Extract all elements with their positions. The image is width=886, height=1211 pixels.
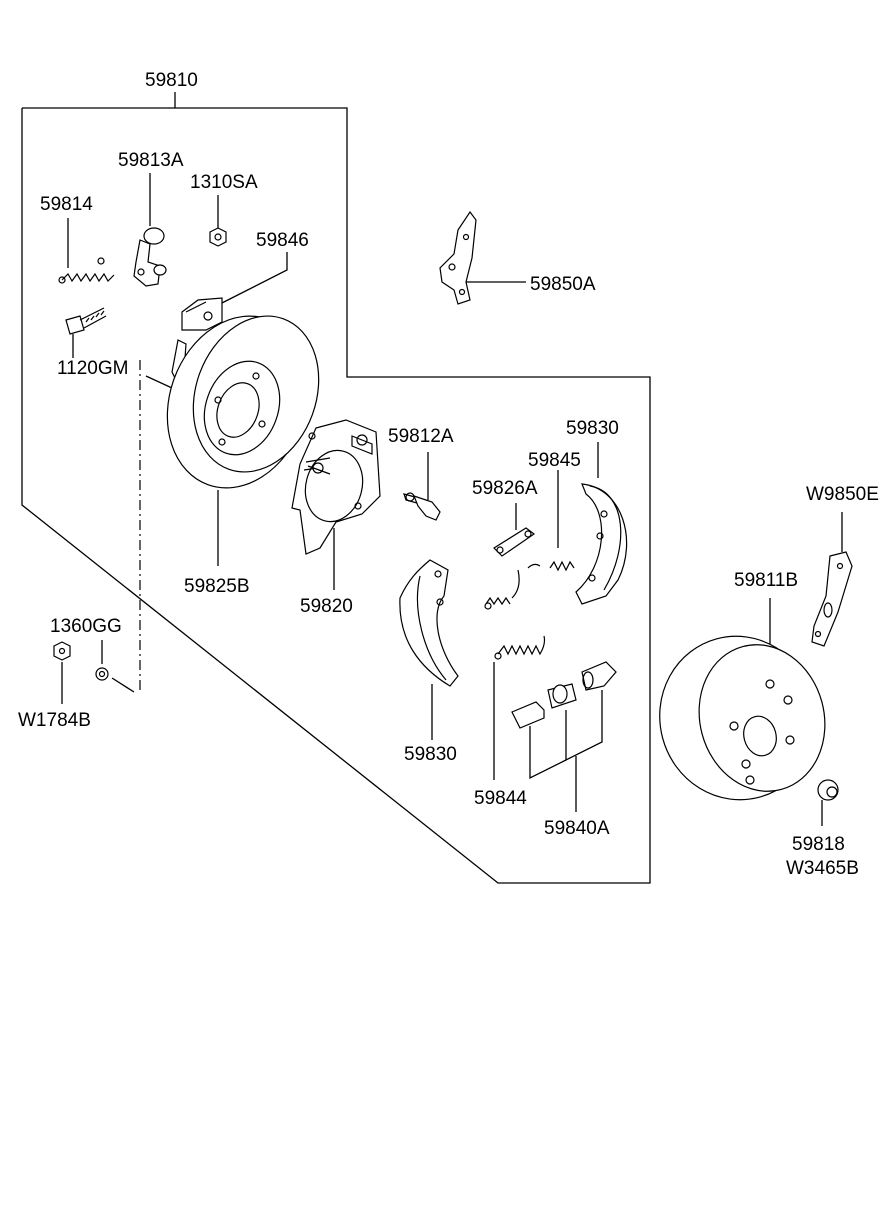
label-59825b: 59825B [184,576,250,597]
label-59812a: 59812A [388,426,454,447]
nut-1310sa [209,195,227,247]
label-w9850e: W9850E [806,484,879,505]
label-59814: 59814 [40,194,93,215]
hardware-1360gg [53,360,141,704]
bolt-1120gm [65,307,107,358]
label-w3465b: W3465B [786,858,859,879]
adjuster-59840a [511,661,617,812]
label-w1784b: W1784B [18,710,91,731]
label-59826a: 59826A [472,478,538,499]
label-59810: 59810 [145,70,198,91]
label-59840a: 59840A [544,818,610,839]
label-59830-lower: 59830 [404,744,457,765]
label-1120gm: 1120GM [57,358,128,379]
spring-59844 [493,635,546,780]
part-labels: 59810 59813A 1310SA 59814 59846 59850A 1… [18,70,879,879]
spring-59814 [58,218,115,284]
pin-59812a [403,452,441,521]
assembly-outline [21,92,651,884]
label-59844: 59844 [474,788,527,809]
label-59818: 59818 [792,834,845,855]
label-59846: 59846 [256,230,309,251]
backing-plate-59820 [291,419,381,590]
spring-59845 [484,470,575,610]
plate-59826a [493,503,536,557]
drum-59825b [145,315,320,566]
label-59811b: 59811B [734,570,798,591]
label-59850a: 59850A [530,274,596,295]
label-59845: 59845 [528,450,581,471]
brake-shoe-59830-upper [575,442,628,605]
label-1360gg: 1360GG [50,616,122,637]
label-59830-upper: 59830 [566,418,619,439]
label-1310sa: 1310SA [190,172,258,193]
drum-59811b [659,598,826,801]
lever-59813a [133,173,167,287]
nut-59818 [817,779,839,826]
brake-shoe-59830-lower [399,559,459,740]
bracket-59850a [439,210,526,305]
bracket-w9850e [811,512,853,647]
label-59820: 59820 [300,596,353,617]
clip-59846 [181,252,288,331]
label-59813a: 59813A [118,150,184,171]
